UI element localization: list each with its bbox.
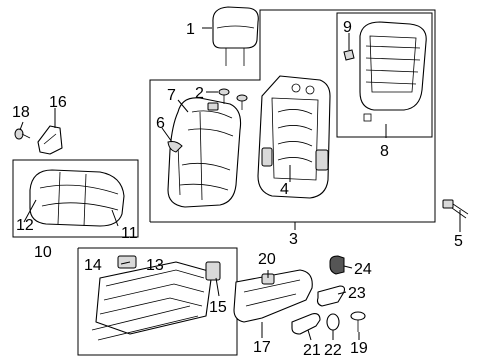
callout-21: 21 — [303, 342, 321, 359]
callout-13: 13 — [146, 257, 164, 274]
callout-1: 1 — [186, 21, 195, 38]
callout-14: 14 — [84, 257, 102, 274]
callout-18: 18 — [12, 104, 30, 121]
callout-3: 3 — [289, 231, 298, 248]
bolt-18 — [14, 128, 31, 140]
back-cover-inset-box — [336, 12, 433, 138]
cushion-group-box — [12, 159, 139, 238]
seat-back-frame — [257, 75, 331, 199]
seat-back-panel — [359, 21, 427, 122]
track-group-box — [77, 247, 238, 356]
callout-15: 15 — [209, 299, 227, 316]
callout-9: 9 — [343, 19, 352, 36]
seat-back-cover — [167, 97, 242, 208]
screw-2 — [218, 88, 248, 110]
callout-2: 2 — [195, 85, 204, 102]
seat-cushion — [29, 169, 125, 227]
bracket-16 — [37, 125, 63, 155]
callout-11: 11 — [121, 225, 138, 242]
callout-23: 23 — [348, 285, 366, 302]
callout-10: 10 — [34, 244, 52, 261]
callout-4: 4 — [280, 181, 289, 198]
seat-back-group-box — [149, 9, 436, 223]
callout-7: 7 — [167, 87, 176, 104]
seat-track-assembly — [91, 255, 221, 341]
clip-9 — [343, 49, 355, 61]
callout-labels: 1 2 3 4 5 6 7 8 9 10 11 12 13 14 15 16 1… — [12, 19, 463, 359]
side-shield — [233, 269, 313, 323]
callout-5: 5 — [454, 233, 463, 250]
bolt-5 — [442, 199, 469, 219]
callout-20: 20 — [258, 251, 276, 268]
callout-22: 22 — [324, 342, 342, 359]
headrest — [212, 6, 259, 66]
recliner-lever — [316, 285, 346, 307]
callout-19: 19 — [350, 340, 368, 357]
lever-handle — [291, 313, 321, 335]
callout-17: 17 — [253, 339, 271, 356]
callout-8: 8 — [380, 143, 389, 160]
callout-12: 12 — [16, 217, 34, 234]
bolt-cover — [329, 255, 345, 275]
callout-16: 16 — [49, 94, 67, 111]
leader-lines — [19, 27, 461, 341]
callout-6: 6 — [156, 115, 165, 132]
callout-24: 24 — [354, 261, 372, 278]
knob — [326, 313, 340, 331]
bolt-19 — [350, 311, 366, 332]
